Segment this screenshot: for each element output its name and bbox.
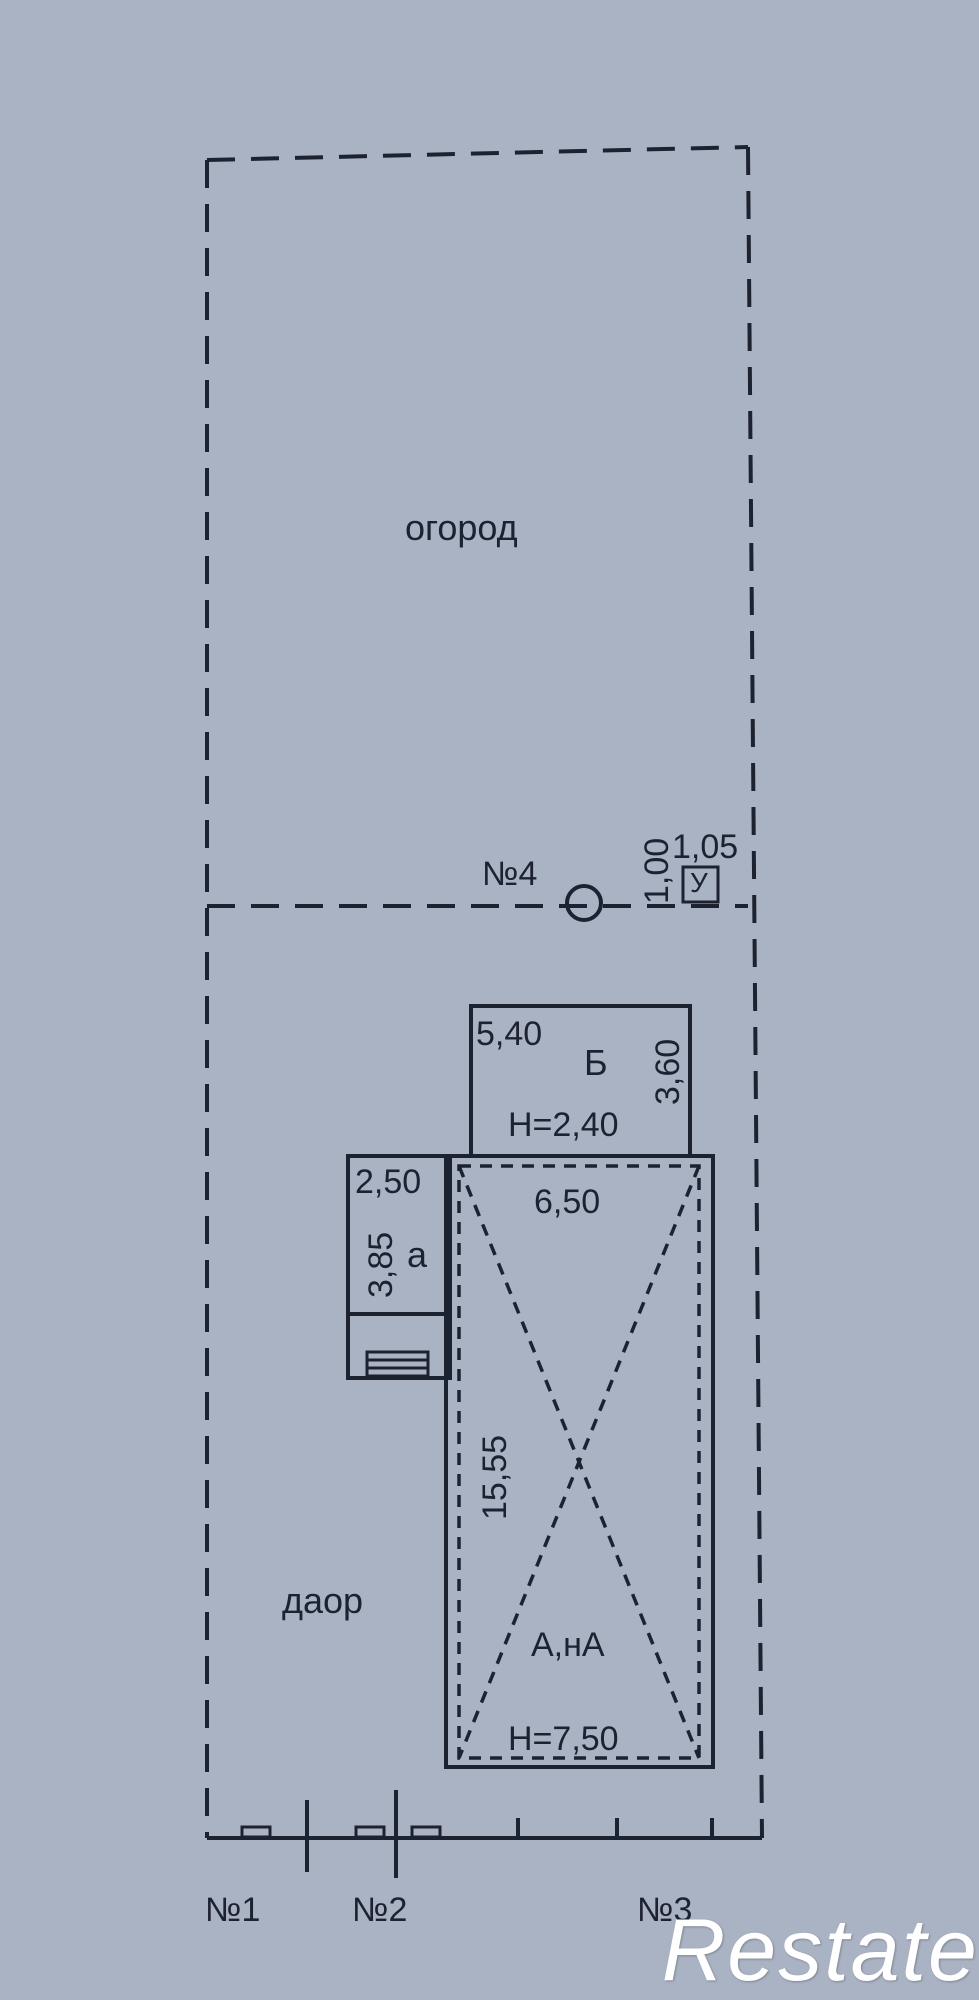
garden-label: огород (405, 507, 518, 548)
meter-box (681, 865, 720, 904)
meter-label: У (690, 867, 708, 898)
point-4-label: №4 (482, 855, 538, 893)
gate-markers (240, 1825, 442, 1839)
building-a-small-depth: 3,85 (362, 1231, 400, 1298)
building-a-small-width: 2,50 (355, 1163, 422, 1201)
building-b-height: Н=2,40 (508, 1106, 619, 1144)
well-circle (565, 884, 603, 922)
building-main-length: 15,55 (476, 1434, 514, 1520)
point-2-label: №2 (352, 1891, 408, 1929)
building-main-label: А,нА (531, 1626, 605, 1664)
point-3-label: №3 (637, 1891, 693, 1929)
yard-label: даор (282, 1580, 364, 1621)
restate-watermark-logo: Restate (661, 1900, 979, 1999)
fence-ticks (305, 1790, 714, 1878)
building-b-width: 5,40 (476, 1015, 543, 1053)
dim-1-05: 1,05 (672, 828, 739, 866)
plot-boundary (205, 145, 764, 1839)
building-main-width: 6,50 (534, 1183, 601, 1221)
steps-icon (365, 1350, 430, 1378)
building-main-outline (444, 1154, 715, 1769)
point-1-label: №1 (205, 1891, 261, 1929)
dim-1-00: 1,00 (638, 837, 676, 904)
building-main-height: Н=7,50 (508, 1720, 619, 1758)
building-a-small-outline (346, 1154, 452, 1380)
building-main-inner-dashed (457, 1164, 701, 1760)
building-b-depth: 3,60 (649, 1038, 687, 1105)
building-b-letter: Б (584, 1042, 608, 1083)
building-a-small-letter: а (407, 1234, 428, 1275)
